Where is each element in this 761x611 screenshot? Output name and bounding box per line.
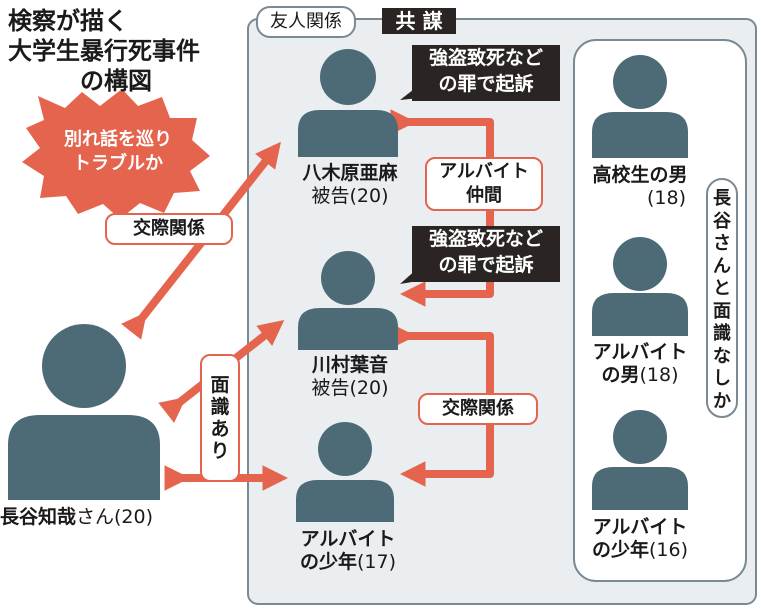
person-name-yagihara: 八木原亜麻 xyxy=(302,162,398,184)
acquainted-char: 識 xyxy=(210,396,230,418)
person-icon-boy17 xyxy=(296,422,394,522)
title-line-3: の構図 xyxy=(80,67,152,95)
no-acq-char: さ xyxy=(713,233,731,254)
diagram-title: 検察が描く 大学生暴行死事件 の構図 xyxy=(8,6,218,96)
person-line2-boy16: の少年 xyxy=(591,539,649,561)
person-icon-yagihara xyxy=(298,49,398,157)
no-acq-char: 谷 xyxy=(713,210,731,232)
person-label-part-timer-man: アルバイト の男(18) xyxy=(580,341,700,387)
relation-dating-label-2: 交際関係 xyxy=(418,393,538,425)
acquainted-char: り xyxy=(210,440,230,462)
person-label-kawamura: 川村葉音 被告(20) xyxy=(288,354,412,400)
conspiracy-tab: 共 謀 xyxy=(382,8,456,34)
no-acq-char: か xyxy=(713,390,731,412)
person-icon-hs-boy xyxy=(592,55,688,158)
charge-kawamura-line-1: 強盗致死など xyxy=(428,228,543,250)
no-acq-char: 長 xyxy=(713,188,731,209)
charge-label-yagihara: 強盗致死など の罪で起訴 xyxy=(412,45,560,101)
relation-dating-label-1: 交際関係 xyxy=(105,213,233,245)
no-acq-char: 識 xyxy=(713,323,731,344)
charge-yagihara-line-1: 強盗致死など xyxy=(428,47,543,69)
person-suffix-hasegawa: さん(20) xyxy=(76,506,154,528)
person-age-hs-boy: (18) xyxy=(646,187,686,209)
person-line1-boy16: アルバイト xyxy=(592,516,688,538)
person-icon-kawamura xyxy=(298,251,398,350)
coworkers-line-1: アルバイト xyxy=(439,161,529,182)
person-sub-yagihara: 被告(20) xyxy=(311,185,389,207)
person-icon-boy16 xyxy=(592,410,688,510)
coworkers-line-2: 仲間 xyxy=(466,185,502,206)
burst-text: 別れ話を巡り トラブルか xyxy=(44,128,192,176)
acquainted-label: 面 識 あ り xyxy=(200,354,240,482)
person-label-hs-boy: 高校生の男 (18) xyxy=(580,164,700,210)
acquainted-char: 面 xyxy=(210,374,230,396)
no-acq-char: と xyxy=(713,278,731,299)
person-label-boy17: アルバイト の少年(17) xyxy=(280,528,416,574)
acquainted-char: あ xyxy=(210,418,230,440)
person-line2-boy17: の少年 xyxy=(299,551,357,573)
no-acq-char: ん xyxy=(713,255,731,277)
person-label-hasegawa: 長谷知哉さん(20) xyxy=(0,506,190,529)
person-icon-hasegawa xyxy=(8,324,160,500)
person-name-kawamura: 川村葉音 xyxy=(311,354,388,376)
relation-coworkers-label: アルバイト 仲間 xyxy=(425,157,543,211)
person-line2-part-timer-man: の男 xyxy=(601,364,640,386)
no-acq-char: し xyxy=(713,368,731,389)
person-sub-kawamura: 被告(20) xyxy=(311,377,389,399)
charge-label-kawamura: 強盗致死など の罪で起訴 xyxy=(412,226,560,282)
charge-yagihara-line-2: の罪で起訴 xyxy=(438,73,534,95)
title-line-1: 検察が描く xyxy=(8,7,128,35)
charge-kawamura-line-2: の罪で起訴 xyxy=(438,254,534,276)
person-label-yagihara: 八木原亜麻 被告(20) xyxy=(288,162,412,208)
person-line1-hs-boy: 高校生の男 xyxy=(592,164,688,186)
person-line1-boy17: アルバイト xyxy=(300,528,396,550)
title-line-2: 大学生暴行死事件 xyxy=(8,37,200,65)
person-label-boy16: アルバイト の少年(16) xyxy=(574,516,706,562)
friends-tab: 友人関係 xyxy=(256,6,356,38)
no-acq-char: な xyxy=(713,345,731,367)
person-line1-part-timer-man: アルバイト xyxy=(592,341,688,363)
person-age-boy17: (17) xyxy=(357,551,397,573)
burst-line-2: トラブルか xyxy=(73,153,163,174)
person-age-part-timer-man: (18) xyxy=(639,364,679,386)
person-icon-part-timer-man xyxy=(592,237,688,336)
person-age-boy16: (16) xyxy=(649,539,689,561)
no-acq-char: 面 xyxy=(713,300,731,322)
person-name-hasegawa: 長谷知哉 xyxy=(0,506,77,528)
burst-line-1: 別れ話を巡り xyxy=(64,129,172,150)
no-acquaintance-label: 長 谷 さ ん と 面 識 な し か xyxy=(706,178,738,418)
